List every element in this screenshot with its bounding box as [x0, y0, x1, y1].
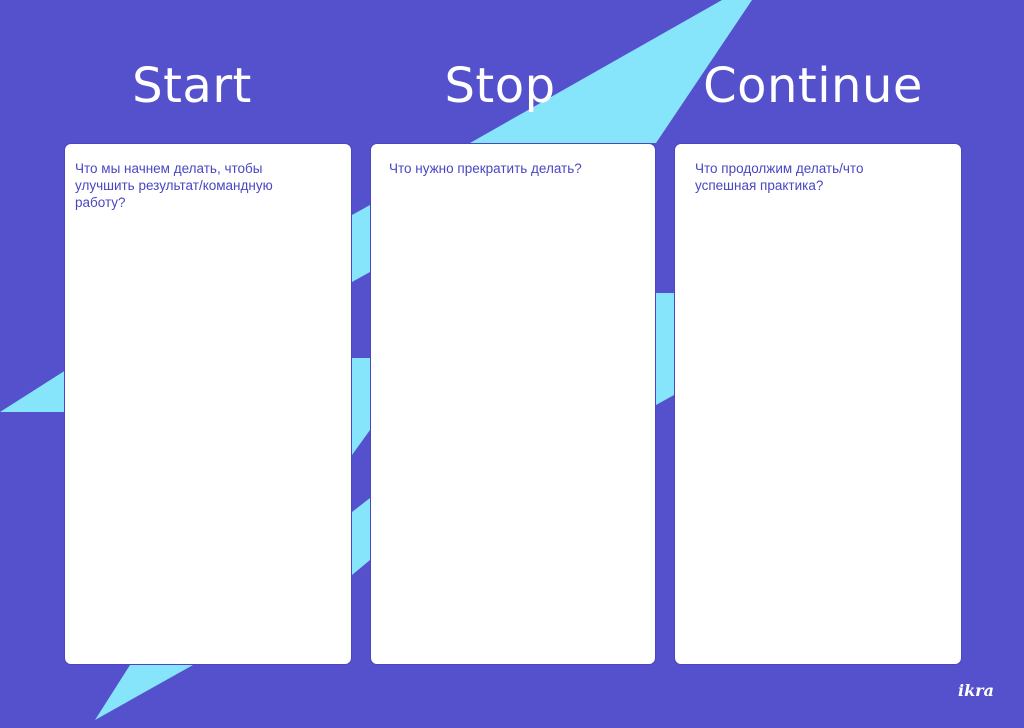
card-continue[interactable]: Что продолжим делать/что успешная практи…: [674, 143, 962, 665]
column-title-start: Start: [132, 58, 252, 114]
card-continue-prompt: Что продолжим делать/что успешная практи…: [695, 161, 864, 193]
column-title-stop: Stop: [444, 58, 556, 114]
accent-stripe-left: [0, 370, 66, 412]
card-stop[interactable]: Что нужно прекратить делать?: [370, 143, 656, 665]
accent-gap-upper: [352, 205, 370, 282]
brand-logo: ikra: [958, 681, 994, 700]
accent-gap-right: [656, 293, 674, 405]
accent-stripe-bottom: [95, 665, 193, 720]
accent-gap-lower: [352, 498, 370, 575]
column-title-continue: Continue: [703, 58, 923, 114]
card-stop-prompt: Что нужно прекратить делать?: [389, 161, 582, 176]
accent-gap-middle: [352, 358, 370, 455]
card-start[interactable]: Что мы начнем делать, чтобы улучшить рез…: [64, 143, 352, 665]
accent-stripes: [0, 0, 752, 720]
card-start-prompt: Что мы начнем делать, чтобы улучшить рез…: [75, 161, 273, 210]
accent-stripe-top: [470, 0, 752, 143]
